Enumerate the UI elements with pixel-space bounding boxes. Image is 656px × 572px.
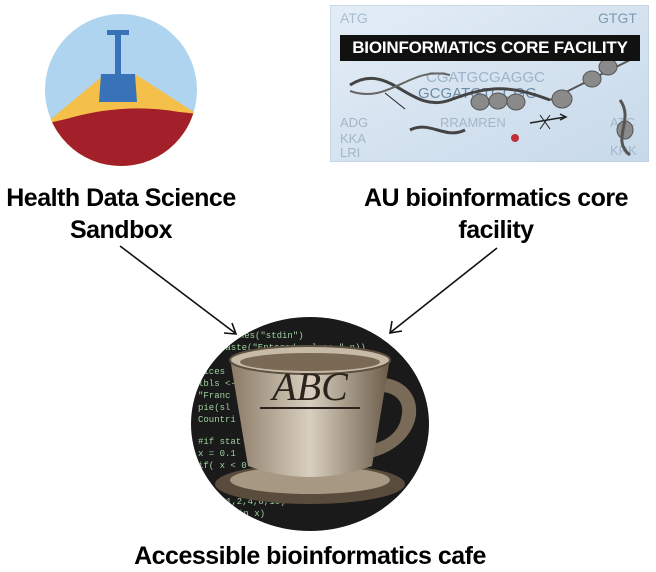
sandbox-logo-icon: [45, 14, 197, 166]
bioinformatics-core-banner: ATG GTGT CGATGCGAGGC GCGATGTGCGG RRAMREN…: [330, 5, 649, 162]
shovel-icon: [99, 30, 137, 102]
svg-text:"Franc: "Franc: [198, 391, 230, 401]
svg-text:ATG: ATG: [340, 10, 368, 26]
svg-text:1,2,4,8,16): 1,2,4,8,16): [226, 497, 285, 507]
svg-text:ADG: ADG: [340, 115, 368, 130]
health-data-science-sandbox-label: Health Data Science Sandbox: [0, 182, 242, 246]
svg-text:KKA: KKA: [340, 131, 366, 146]
svg-text:GTGT: GTGT: [598, 10, 637, 26]
svg-text:x = 0.1: x = 0.1: [198, 449, 236, 459]
label-line: Sandbox: [69, 216, 173, 244]
svg-text:LRI: LRI: [340, 145, 360, 160]
au-bioinformatics-core-label: AU bioinformatics core facility: [356, 182, 636, 246]
svg-text:CGATGCGAGGC: CGATGCGAGGC: [426, 69, 545, 86]
svg-text:Countri: Countri: [198, 415, 236, 425]
svg-text:lices: lices: [198, 367, 225, 377]
svg-text:in x): in x): [238, 509, 265, 519]
svg-text:ABC: ABC: [269, 364, 349, 409]
accessible-bioinformatics-cafe-label: Accessible bioinformatics cafe: [134, 542, 486, 570]
svg-text:#if stat: #if stat: [198, 437, 241, 447]
svg-text:pie(sl: pie(sl: [198, 403, 230, 413]
cafe-cup-icon: lines("stdin") paste("Entered value: ",n…: [191, 317, 429, 531]
svg-text:if( x < 0: if( x < 0: [198, 461, 247, 471]
label-line: Health Data Science: [6, 184, 236, 212]
svg-text:lbls <-: lbls <-: [198, 379, 236, 389]
label-line: facility: [458, 216, 534, 244]
label-line: AU bioinformatics core: [363, 184, 629, 212]
svg-text:lines("stdin"): lines("stdin"): [228, 331, 304, 341]
svg-text:RRAMREN: RRAMREN: [440, 115, 506, 130]
banner-title: BIOINFORMATICS CORE FACILITY: [340, 35, 640, 61]
